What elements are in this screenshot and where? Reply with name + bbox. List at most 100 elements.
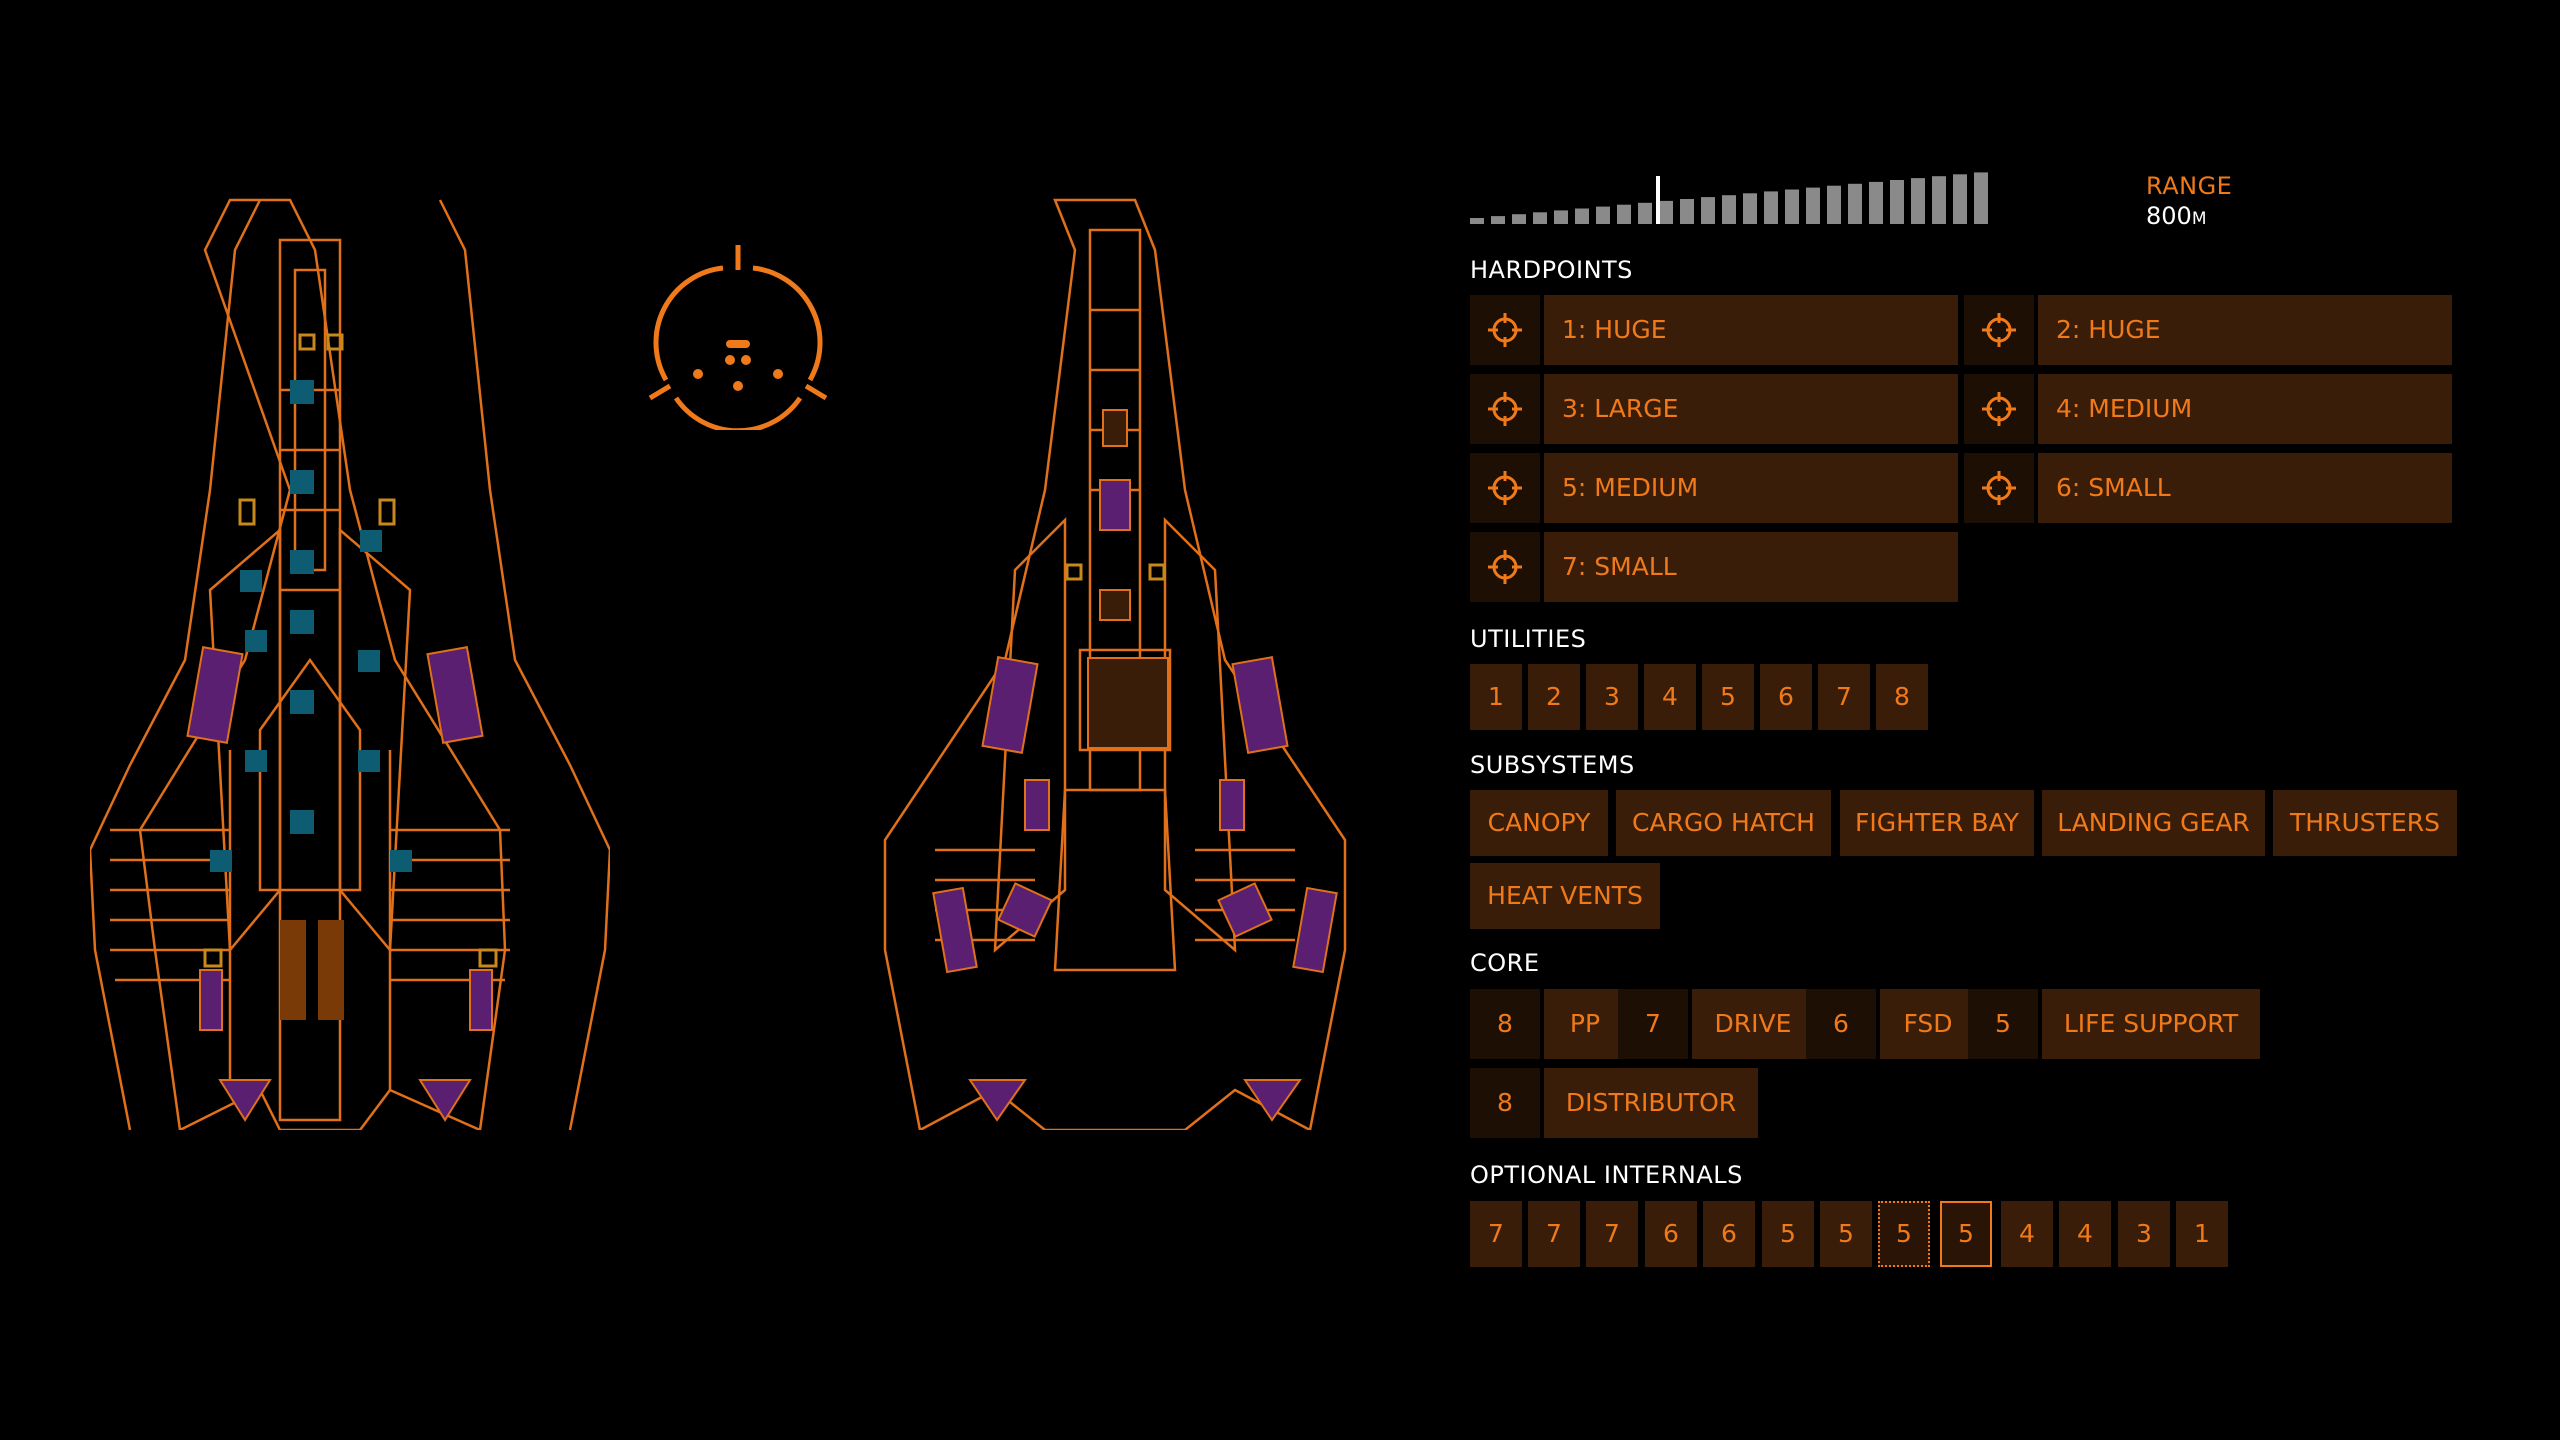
hardpoint-slot[interactable]: 5: MEDIUM xyxy=(1470,453,1958,523)
hardpoint-slot[interactable]: 7: SMALL xyxy=(1470,532,1958,602)
subsystem-canopy[interactable]: CANOPY xyxy=(1470,790,1608,856)
range-bar xyxy=(1470,218,1484,224)
core-size: 8 xyxy=(1470,989,1540,1059)
core-size: 5 xyxy=(1968,989,2038,1059)
core-module-fsd[interactable]: FSD xyxy=(1880,989,1976,1059)
range-bar xyxy=(1932,176,1946,224)
hardpoint-slot[interactable]: 2: HUGE xyxy=(1964,295,2452,365)
optional-internal-slot[interactable]: 7 xyxy=(1528,1201,1580,1267)
crosshair-icon xyxy=(1488,471,1522,505)
hardpoint-slot[interactable]: 1: HUGE xyxy=(1470,295,1958,365)
range-scale[interactable] xyxy=(1470,172,2000,232)
range-bar xyxy=(1911,178,1925,224)
range-bar xyxy=(1638,202,1652,224)
range-bar xyxy=(1533,212,1547,224)
range-bar xyxy=(1680,199,1694,224)
ship-schematic-top xyxy=(90,198,610,1130)
utility-slot[interactable]: 5 xyxy=(1702,664,1754,730)
range-value: 800M xyxy=(2146,202,2232,230)
utility-slot[interactable]: 8 xyxy=(1876,664,1928,730)
subsystem-fighter-bay[interactable]: FIGHTER BAY xyxy=(1840,790,2034,856)
range-label: RANGE xyxy=(2146,172,2233,200)
optional-internal-slot[interactable]: 7 xyxy=(1586,1201,1638,1267)
hardpoint-slot[interactable]: 3: LARGE xyxy=(1470,374,1958,444)
optional-internal-slot[interactable]: 6 xyxy=(1703,1201,1755,1267)
hardpoint-target-button[interactable] xyxy=(1470,374,1540,444)
optional-internal-slot[interactable]: 6 xyxy=(1645,1201,1697,1267)
core-size: 7 xyxy=(1618,989,1688,1059)
hardpoint-label: 2: HUGE xyxy=(2038,295,2452,365)
subsystem-cargo-hatch[interactable]: CARGO HATCH xyxy=(1616,790,1831,856)
crosshair-icon xyxy=(1488,550,1522,584)
range-indicator: RANGE 800M xyxy=(1470,172,2470,232)
range-bar xyxy=(1575,208,1589,224)
optional-internal-slot[interactable]: 5 xyxy=(1762,1201,1814,1267)
hardpoint-target-button[interactable] xyxy=(1964,295,2034,365)
range-bar xyxy=(1701,197,1715,224)
crosshair-icon xyxy=(1982,313,2016,347)
optional-internal-slot[interactable]: 7 xyxy=(1470,1201,1522,1267)
subsystem-thrusters[interactable]: THRUSTERS xyxy=(2273,790,2457,856)
utility-slot[interactable]: 4 xyxy=(1644,664,1696,730)
crosshair-icon xyxy=(1982,392,2016,426)
hardpoint-label: 7: SMALL xyxy=(1544,532,1958,602)
utility-slot[interactable]: 6 xyxy=(1760,664,1812,730)
optional-internals-title: OPTIONAL INTERNALS xyxy=(1470,1161,1743,1189)
range-number: 800 xyxy=(2146,202,2192,230)
crosshair-icon xyxy=(1488,313,1522,347)
hardpoint-slot[interactable]: 4: MEDIUM xyxy=(1964,374,2452,444)
hardpoint-label: 6: SMALL xyxy=(2038,453,2452,523)
subsystems-title: SUBSYSTEMS xyxy=(1470,751,1635,779)
ship-schematic-bottom xyxy=(883,198,1347,1130)
utility-slot[interactable]: 2 xyxy=(1528,664,1580,730)
core-module-drive[interactable]: DRIVE xyxy=(1692,989,1814,1059)
core-size: 8 xyxy=(1470,1068,1540,1138)
subsystem-landing-gear[interactable]: LANDING GEAR xyxy=(2042,790,2265,856)
range-marker[interactable] xyxy=(1656,176,1660,224)
hardpoint-label: 3: LARGE xyxy=(1544,374,1958,444)
range-bar xyxy=(1617,204,1631,224)
range-bar xyxy=(1869,181,1883,224)
range-unit: M xyxy=(2191,209,2207,229)
hardpoint-target-button[interactable] xyxy=(1470,295,1540,365)
range-bar xyxy=(1953,174,1967,224)
hardpoint-slot[interactable]: 6: SMALL xyxy=(1964,453,2452,523)
range-bar xyxy=(1512,214,1526,224)
optional-internal-slot[interactable]: 4 xyxy=(2001,1201,2053,1267)
utilities-title: UTILITIES xyxy=(1470,625,1587,653)
utility-slot[interactable]: 7 xyxy=(1818,664,1870,730)
hardpoints-title: HARDPOINTS xyxy=(1470,256,1633,284)
utility-slot[interactable]: 1 xyxy=(1470,664,1522,730)
target-reticle-icon xyxy=(648,245,828,430)
crosshair-icon xyxy=(1488,392,1522,426)
range-bar xyxy=(1659,200,1673,224)
core-module-distributor[interactable]: DISTRIBUTOR xyxy=(1544,1068,1758,1138)
optional-internal-slot[interactable]: 5 xyxy=(1940,1201,1992,1267)
hardpoint-label: 5: MEDIUM xyxy=(1544,453,1958,523)
optional-internal-slot[interactable]: 4 xyxy=(2059,1201,2111,1267)
range-bar xyxy=(1554,210,1568,224)
range-bar xyxy=(1785,189,1799,224)
optional-internal-slot[interactable]: 3 xyxy=(2118,1201,2170,1267)
range-bar xyxy=(1722,195,1736,224)
core-module-life-support[interactable]: LIFE SUPPORT xyxy=(2042,989,2260,1059)
hardpoint-target-button[interactable] xyxy=(1470,453,1540,523)
core-title: CORE xyxy=(1470,949,1540,977)
hardpoint-target-button[interactable] xyxy=(1964,453,2034,523)
hardpoint-target-button[interactable] xyxy=(1964,374,2034,444)
range-bar xyxy=(1974,172,1988,224)
range-bar xyxy=(1890,180,1904,224)
optional-internal-slot[interactable]: 1 xyxy=(2176,1201,2228,1267)
hardpoint-target-button[interactable] xyxy=(1470,532,1540,602)
utility-slot[interactable]: 3 xyxy=(1586,664,1638,730)
hardpoint-label: 4: MEDIUM xyxy=(2038,374,2452,444)
core-module-pp[interactable]: PP xyxy=(1544,989,1626,1059)
subsystem-heat-vents[interactable]: HEAT VENTS xyxy=(1470,863,1660,929)
range-readout: RANGE 800M xyxy=(2146,172,2232,230)
hardpoint-label: 1: HUGE xyxy=(1544,295,1958,365)
optional-internal-slot[interactable]: 5 xyxy=(1878,1201,1930,1267)
range-bar xyxy=(1491,216,1505,224)
crosshair-icon xyxy=(1982,471,2016,505)
range-bar xyxy=(1743,193,1757,224)
optional-internal-slot[interactable]: 5 xyxy=(1820,1201,1872,1267)
